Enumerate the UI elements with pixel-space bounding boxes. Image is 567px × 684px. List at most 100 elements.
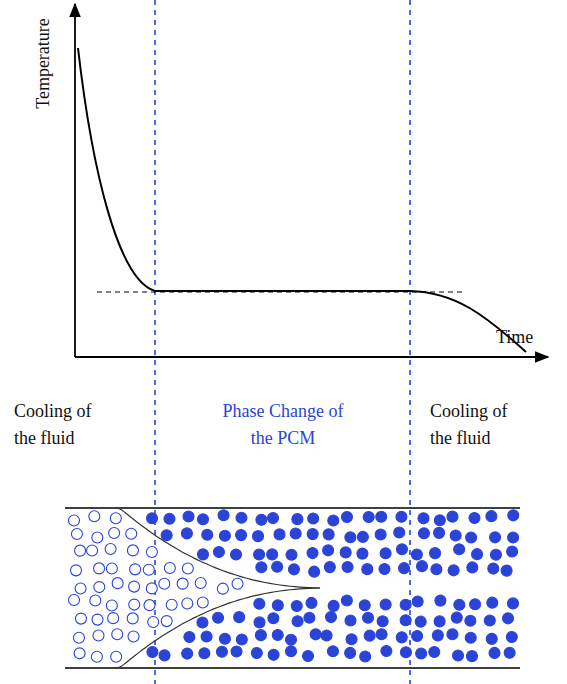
solid-particle	[416, 648, 427, 659]
solid-particle	[364, 630, 375, 641]
solid-particle	[197, 549, 208, 560]
liquid-particle	[105, 544, 116, 555]
pipe-wall	[65, 667, 520, 669]
front-curve	[115, 588, 320, 668]
solid-particle	[272, 600, 283, 611]
solid-particle	[376, 629, 387, 640]
solid-particle	[304, 612, 315, 623]
solid-particle	[292, 616, 303, 627]
solid-particle	[376, 511, 387, 522]
solid-particle	[472, 549, 483, 560]
solid-particle	[272, 629, 283, 640]
solid-particle	[290, 528, 301, 539]
solid-particle	[182, 648, 193, 659]
liquid-particle	[112, 578, 123, 589]
liquid-particle	[144, 600, 155, 611]
solid-particle	[202, 529, 213, 540]
liquid-particle	[166, 599, 177, 610]
solid-particle	[323, 529, 334, 540]
liquid-particle	[127, 545, 138, 556]
solid-particle	[357, 548, 368, 559]
solid-particle	[412, 630, 423, 641]
solid-particle	[418, 513, 429, 524]
liquid-particle	[197, 597, 208, 608]
solid-particle	[256, 514, 267, 525]
pcm-particles	[69, 510, 519, 662]
solid-particle	[380, 599, 391, 610]
solid-particle	[434, 616, 445, 627]
liquid-particle	[106, 563, 117, 574]
liquid-particle	[74, 648, 85, 659]
solid-particle	[451, 612, 462, 623]
solid-particle	[197, 514, 208, 525]
solid-particle	[181, 528, 192, 539]
liquid-particle	[146, 546, 157, 557]
solid-particle	[213, 546, 224, 557]
solid-particle	[503, 613, 514, 624]
solid-particle	[453, 650, 464, 661]
solid-particle	[489, 647, 500, 658]
liquid-particle	[108, 613, 119, 624]
solid-particle	[291, 600, 302, 611]
liquid-particle	[94, 582, 105, 593]
solid-particle	[465, 615, 476, 626]
solid-particle	[490, 532, 501, 543]
liquid-particle	[75, 613, 86, 624]
solid-particle	[508, 532, 519, 543]
solid-particle	[236, 512, 247, 523]
solid-particle	[253, 531, 264, 542]
liquid-particle	[91, 651, 102, 662]
liquid-particle	[128, 631, 139, 642]
liquid-particle	[195, 578, 206, 589]
solid-particle	[435, 595, 446, 606]
liquid-particle	[69, 515, 80, 526]
solid-particle	[431, 564, 442, 575]
liquid-particle	[112, 629, 123, 640]
axis-label: Time	[496, 324, 556, 351]
solid-particle	[286, 634, 297, 645]
liquid-particle	[92, 532, 103, 543]
solid-particle	[469, 513, 480, 524]
solid-particle	[323, 545, 334, 556]
liquid-particle	[75, 583, 86, 594]
solid-particle	[490, 549, 501, 560]
liquid-particle	[93, 630, 104, 641]
solid-particle	[251, 648, 262, 659]
solid-particle	[342, 561, 353, 572]
solid-particle	[360, 651, 371, 662]
solid-particle	[380, 548, 391, 559]
solid-particle	[267, 513, 278, 524]
liquid-particle	[69, 595, 80, 606]
solid-particle	[506, 632, 517, 643]
solid-particle	[415, 616, 426, 627]
solid-particle	[430, 548, 441, 559]
liquid-particle	[110, 513, 121, 524]
solid-particle	[412, 596, 423, 607]
solid-particle	[507, 598, 518, 609]
liquid-particle	[129, 599, 140, 610]
liquid-particle	[73, 632, 84, 643]
solid-particle	[429, 647, 440, 658]
solid-particle	[183, 511, 194, 522]
solid-particle	[236, 634, 247, 645]
solid-particle	[255, 630, 266, 641]
solid-particle	[219, 633, 230, 644]
solid-particle	[400, 599, 411, 610]
liquid-particle	[161, 616, 172, 627]
solid-particle	[377, 616, 388, 627]
solid-particle	[466, 651, 477, 662]
solid-particle	[218, 510, 229, 521]
solid-particle	[487, 597, 498, 608]
solid-particle	[254, 549, 265, 560]
solid-particle	[345, 615, 356, 626]
solid-particle	[359, 600, 370, 611]
solid-particle	[486, 511, 497, 522]
solid-particle	[201, 631, 212, 642]
liquid-particle	[111, 651, 122, 662]
solid-particle	[432, 630, 443, 641]
solid-particle	[309, 566, 320, 577]
front-curve	[115, 508, 320, 588]
axis-label: Temperature	[30, 9, 57, 119]
liquid-particle	[126, 528, 137, 539]
solid-particle	[307, 529, 318, 540]
